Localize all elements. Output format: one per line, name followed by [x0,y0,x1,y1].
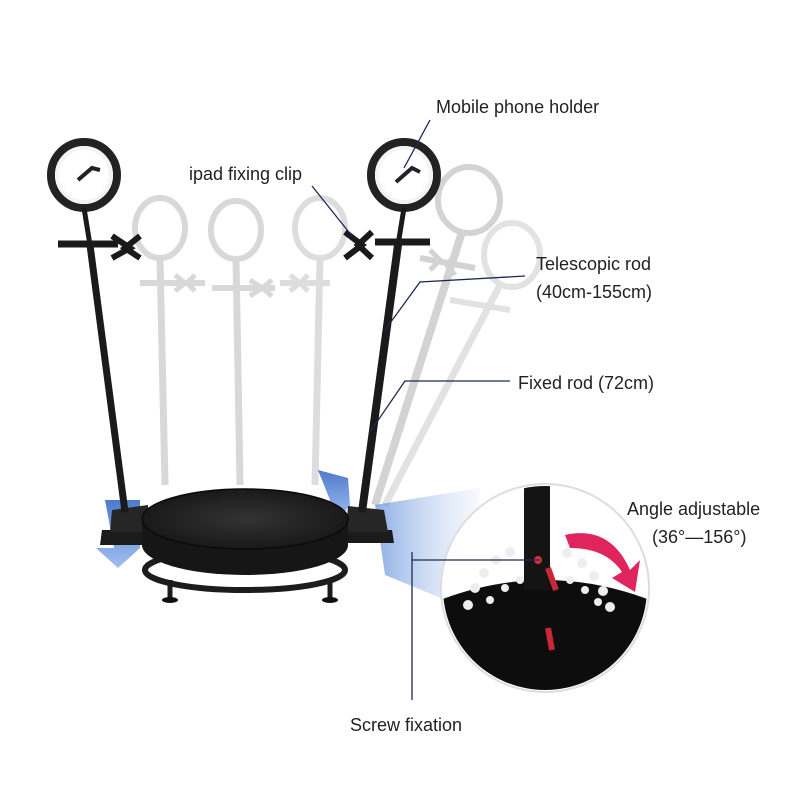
telescopic-rod-label: Telescopic rod [536,254,652,274]
left-main-rod [47,138,142,513]
right-base-foot [343,506,394,543]
ipad-clip-label: ipad fixing clip [189,164,303,184]
left-base-foot [100,505,152,545]
ghost-rod-2 [208,198,275,486]
ghost-rod-3 [280,195,348,486]
ghost-rod-1 [132,195,205,486]
ghost-rod-5 [381,220,543,507]
rotating-platform [141,488,349,603]
rotation-arrow-right [318,470,350,520]
angle-red-arrow [565,533,640,592]
screw-pin-upper [545,566,559,592]
phone-holder-label: Mobile phone holder [436,97,600,117]
angle-adjustable-label: Angle adjustable [627,499,761,519]
right-main-rod [343,138,441,513]
screw-pin-lower [545,627,555,651]
angle-zoom-inset [440,483,650,693]
telescopic-range-label: (40cm-155cm) [536,282,653,302]
screw-fixation-label: Screw fixation [350,715,463,735]
angle-range-label: (36°—156°) [652,527,747,547]
leader-lines [311,119,540,700]
ghost-rod-4 [371,164,503,507]
fixed-rod-label: Fixed rod (72cm) [518,373,655,393]
